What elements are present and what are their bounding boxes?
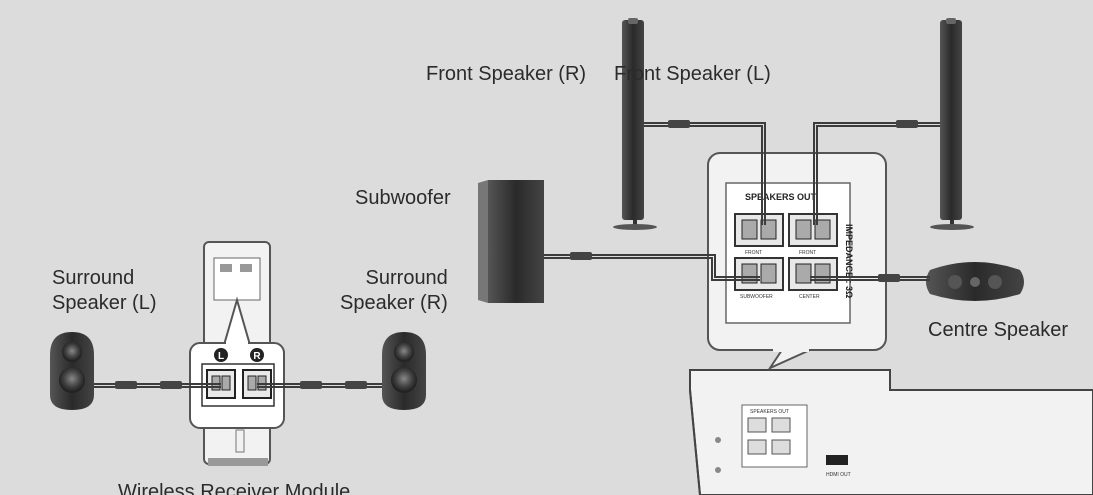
surround-right-line2: Speaker (R) [340,292,448,314]
subwoofer-label: Subwoofer [355,187,451,209]
subwoofer-icon [478,180,544,303]
wireless-receiver-icon [189,241,285,466]
surround-left-line2: Speaker (L) [52,292,157,314]
front-speaker-left-label: Front Speaker (L) [614,63,771,85]
surround-speaker-left-icon [50,332,94,410]
surround-left-label: Surround Speaker (L) [52,266,157,316]
port-center [788,257,838,291]
impedance-label: IMPEDANCE : 3Ω [844,224,854,298]
port-label-subwoofer: SUBWOOFER [740,294,773,300]
svg-text:SPEAKERS OUT: SPEAKERS OUT [750,409,789,415]
surround-left-line1: Surround [52,267,135,289]
centre-speaker-icon [926,262,1024,301]
speakers-out-label: SPEAKERS OUT [745,192,817,202]
front-speaker-right-label: Front Speaker (R) [426,63,587,85]
svg-text:HDMI OUT: HDMI OUT [826,472,851,478]
cable-connectors [115,120,918,389]
main-unit: SPEAKERS OUT HDMI OUT [689,369,1093,495]
channel-l-label: L [218,351,224,362]
panel-callout [707,152,887,371]
receiver-module-label: Wireless Receiver Module [118,481,351,495]
surround-speaker-right-icon [382,332,426,410]
port-front-right [734,213,784,247]
front-speaker-right-icon [613,18,657,230]
port-label-front-l: FRONT [799,250,816,256]
surround-right-line1: Surround [365,267,448,289]
port-subwoofer [734,257,784,291]
channel-r-label: R [253,351,261,362]
surround-right-label: Surround Speaker (R) [340,266,448,316]
centre-speaker-label: Centre Speaker [928,319,1069,341]
port-label-center: CENTER [799,294,820,300]
port-label-front-r: FRONT [745,250,762,256]
front-speaker-left-icon [930,18,974,230]
